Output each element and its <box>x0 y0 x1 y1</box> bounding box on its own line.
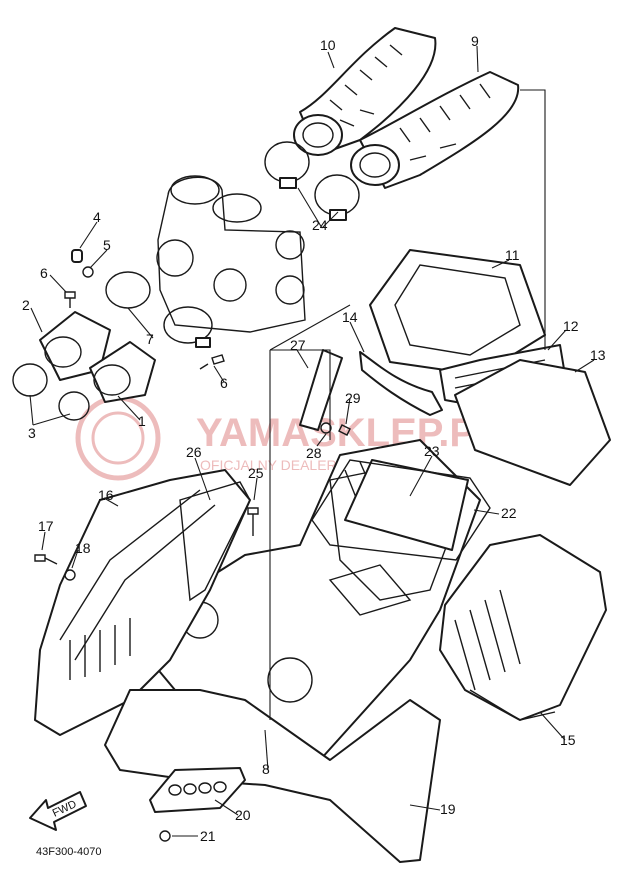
callout-20: 20 <box>235 807 251 823</box>
callout-16: 16 <box>98 487 114 503</box>
filter-case-13 <box>454 359 611 486</box>
callout-11: 11 <box>505 247 520 263</box>
callout-14: 14 <box>342 309 358 325</box>
callout-23: 23 <box>424 443 440 459</box>
callout-5: 5 <box>103 237 111 253</box>
callout-17: 17 <box>38 518 54 534</box>
callout-22: 22 <box>501 505 517 521</box>
callout-12: 12 <box>563 318 579 334</box>
side-cover-16 <box>34 469 251 736</box>
element-23 <box>344 459 469 551</box>
callout-4: 4 <box>93 209 101 225</box>
intake-hose-10 <box>293 27 437 156</box>
callout-2: 2 <box>22 297 30 313</box>
bracket-20 <box>149 767 246 813</box>
callout-15: 15 <box>560 732 576 748</box>
callout-10: 10 <box>320 37 336 53</box>
callout-24: 24 <box>312 217 328 233</box>
callout-7: 7 <box>146 331 154 347</box>
plate-27 <box>299 349 343 431</box>
callout-26: 26 <box>186 444 202 460</box>
fasteners-4-5-6 <box>64 249 225 370</box>
hose-clamps-24 <box>264 141 360 221</box>
carburetor-assembly <box>156 175 306 333</box>
callout-leaders <box>29 45 595 837</box>
callout-27: 27 <box>290 337 306 353</box>
intake-joint-1 <box>89 341 156 403</box>
callout-9: 9 <box>471 33 479 49</box>
bolts-17-18-25 <box>34 507 259 581</box>
callout-labels: 10 9 11 12 13 14 27 29 28 23 22 25 26 16… <box>22 33 606 844</box>
callout-29: 29 <box>345 390 361 406</box>
gasket-22 <box>311 459 491 561</box>
callout-3: 3 <box>28 425 36 441</box>
intake-duct-15 <box>439 534 607 721</box>
callout-19: 19 <box>440 801 456 817</box>
guide-lines <box>269 89 546 720</box>
callout-6-top: 6 <box>40 265 48 281</box>
watermark-logo-icon <box>75 395 161 481</box>
bracket-14 <box>359 351 443 416</box>
intake-hose-9 <box>350 71 520 189</box>
forward-arrow-icon: FWD <box>29 791 87 831</box>
small-clamps-7 <box>105 271 213 348</box>
seal-26 <box>179 481 251 602</box>
callout-8: 8 <box>262 761 270 777</box>
screw-21 <box>159 830 171 842</box>
callout-21: 21 <box>200 828 216 844</box>
callout-25: 25 <box>248 465 264 481</box>
callout-6-bottom: 6 <box>220 375 228 391</box>
diagram-part-code: 43F300-4070 <box>36 846 101 858</box>
callout-18: 18 <box>75 540 91 556</box>
callout-13: 13 <box>590 347 606 363</box>
callout-28: 28 <box>306 445 322 461</box>
intake-joint-2 <box>39 311 111 381</box>
callout-1: 1 <box>138 413 146 429</box>
small-parts-28-29 <box>320 422 351 436</box>
